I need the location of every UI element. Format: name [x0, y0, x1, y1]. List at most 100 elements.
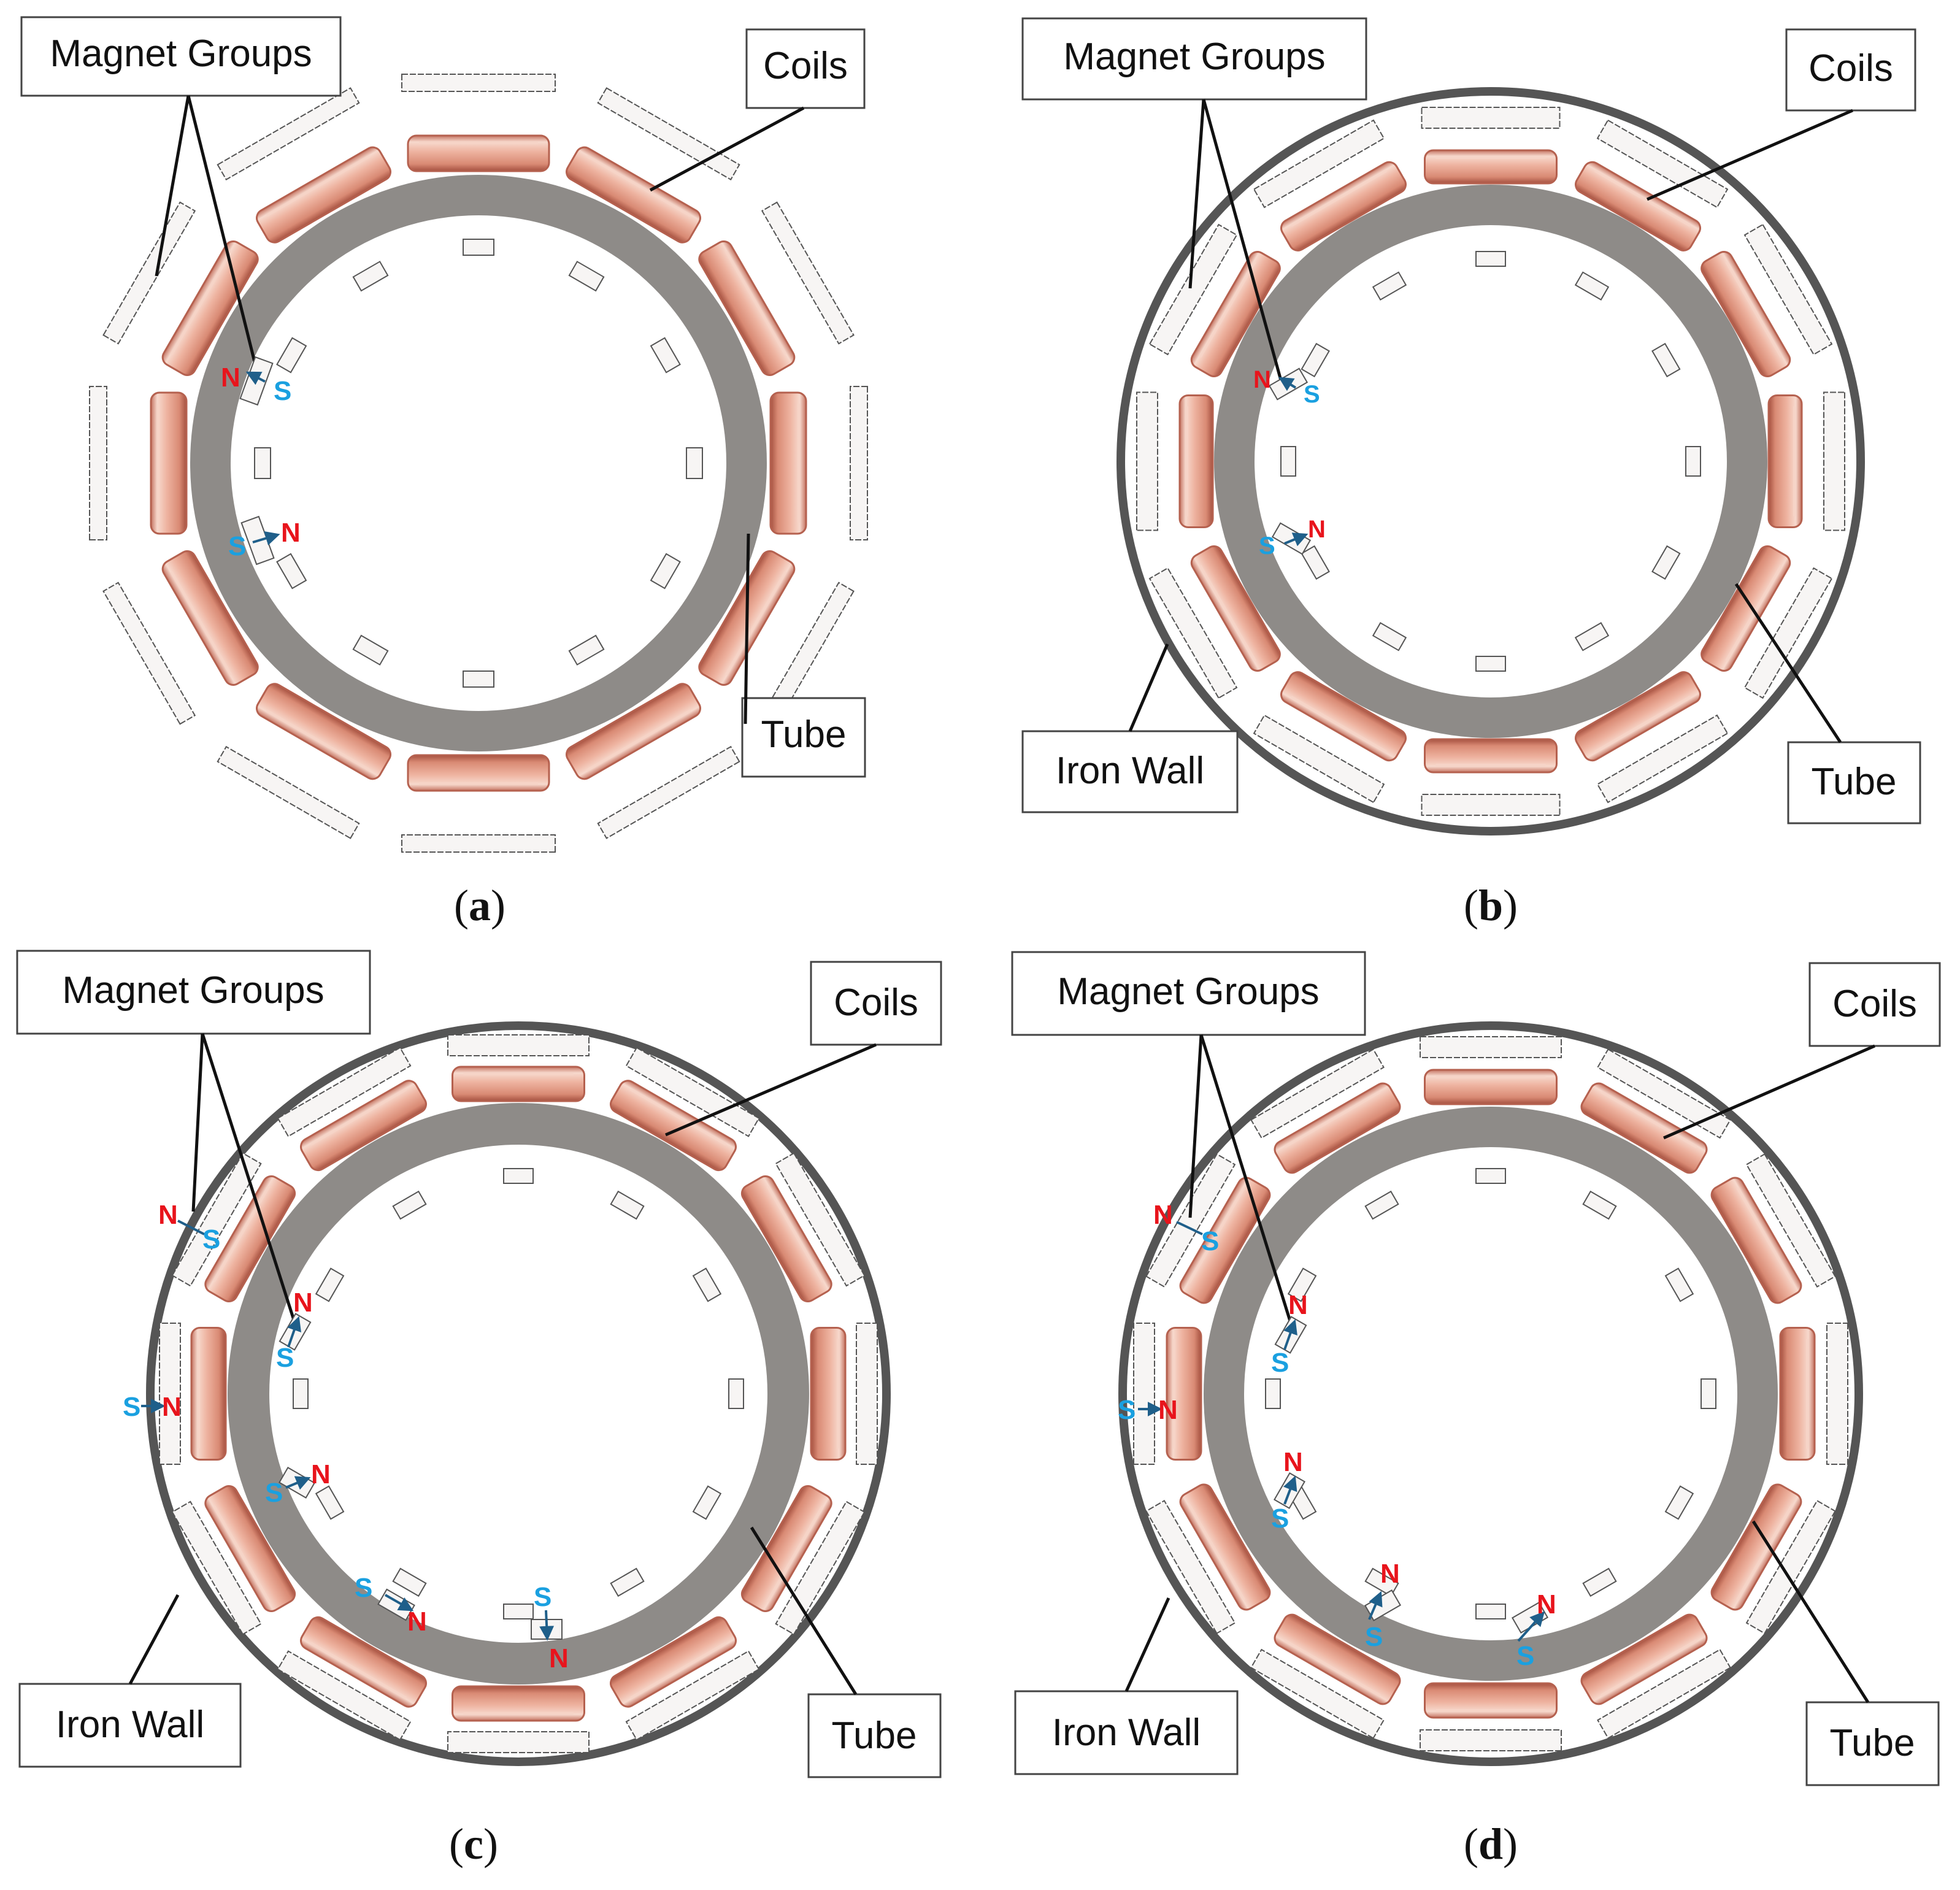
coil	[1575, 161, 1701, 252]
outer-magnet	[1745, 1153, 1836, 1288]
svg-text:S: S	[123, 1392, 140, 1422]
coil	[1280, 161, 1407, 252]
svg-text:S: S	[1201, 1226, 1219, 1256]
inner-magnet	[1582, 1190, 1617, 1220]
outer-magnet	[625, 1047, 760, 1137]
inner-magnet	[463, 670, 494, 688]
outer-magnet	[625, 1650, 760, 1741]
tube-leader-line	[1751, 1520, 1870, 1704]
outer-magnet	[597, 745, 740, 839]
inner-magnet	[610, 1567, 645, 1597]
coil	[1179, 1483, 1271, 1611]
outer-magnet	[1421, 107, 1561, 129]
coil-ring	[1178, 149, 1803, 774]
outer-magnet	[89, 386, 107, 540]
tube	[190, 175, 767, 751]
tube	[1204, 1107, 1778, 1681]
inner-magnet	[692, 1485, 722, 1520]
outer-magnet	[1421, 794, 1561, 816]
magnet-groups-label: Magnet Groups	[1011, 951, 1366, 1036]
outer-magnet	[1596, 119, 1729, 209]
outer-magnet	[277, 1047, 412, 1137]
coil	[256, 146, 391, 244]
outer-magnet	[1250, 1048, 1385, 1139]
svg-text:Iron Wall: Iron Wall	[56, 1704, 204, 1746]
inner-magnet	[315, 1485, 345, 1520]
iron-wall-label: Iron Wall	[1021, 730, 1239, 813]
inner-magnet	[392, 1190, 427, 1220]
svg-text:Tube: Tube	[761, 713, 846, 756]
inner-magnet	[686, 447, 703, 479]
magnet-groups-leader-lines	[1188, 99, 1283, 381]
svg-text:Magnet Groups: Magnet Groups	[62, 969, 324, 1012]
panel-d: Magnet Groups Coils Tube Iron Wall N S	[1011, 951, 1941, 1869]
panel-caption-a: (a)	[454, 881, 505, 930]
outer-magnet	[1148, 223, 1238, 356]
coil	[566, 146, 701, 244]
coil	[769, 391, 807, 535]
svg-text:Coils: Coils	[834, 981, 918, 1024]
inner-magnet	[1280, 446, 1296, 477]
coil	[204, 1485, 296, 1612]
pole-marker-d2: N S	[1271, 1290, 1308, 1378]
svg-text:Tube: Tube	[831, 1715, 917, 1757]
coil	[204, 1175, 296, 1302]
inner-magnet	[1701, 1378, 1716, 1409]
inner-magnet	[276, 337, 307, 374]
inner-magnet	[650, 553, 681, 590]
outer-magnet	[1145, 1500, 1236, 1634]
outer-magnet	[1136, 391, 1158, 531]
inner-magnet	[1574, 271, 1610, 301]
svg-text:N: N	[158, 1200, 178, 1230]
inner-magnet-ring	[254, 239, 703, 688]
coil	[740, 1485, 832, 1612]
coil	[566, 683, 701, 780]
svg-text:S: S	[1271, 1348, 1289, 1378]
coil	[1190, 545, 1281, 672]
coil	[300, 1080, 427, 1172]
tube-label: Tube	[1805, 1701, 1940, 1786]
inner-magnet	[692, 1267, 722, 1302]
svg-text:N: N	[1288, 1290, 1308, 1320]
inner-magnet	[1582, 1567, 1617, 1597]
inner-magnet-ring	[1265, 1168, 1716, 1619]
outer-magnet	[171, 1500, 262, 1635]
coil	[610, 1080, 737, 1172]
outer-magnet	[447, 1731, 590, 1753]
outer-magnet	[401, 74, 556, 92]
outer-magnet	[1420, 1729, 1562, 1751]
magnet-groups-leader-lines	[1188, 1034, 1293, 1326]
svg-text:S: S	[265, 1478, 283, 1508]
pole-marker-a1: N S	[221, 356, 291, 406]
inner-magnet	[1265, 1378, 1281, 1409]
svg-text:S: S	[355, 1573, 372, 1603]
svg-text:S: S	[202, 1224, 220, 1254]
outer-magnet	[775, 1152, 866, 1287]
svg-text:S: S	[228, 531, 246, 561]
inner-magnet	[1664, 1267, 1694, 1302]
pole-marker-c3: S N	[123, 1392, 182, 1422]
tube-label: Tube	[807, 1693, 942, 1778]
svg-text:Coils: Coils	[1832, 983, 1917, 1025]
outer-magnet	[447, 1034, 590, 1056]
coils-leader-line	[1663, 1044, 1875, 1140]
svg-text:Tube: Tube	[1829, 1722, 1915, 1764]
outer-magnet	[1420, 1036, 1562, 1058]
coil	[452, 1685, 585, 1722]
svg-text:S: S	[1271, 1504, 1289, 1534]
panel-b: Magnet Groups Coils Tube Iron Wall N S	[1021, 17, 1921, 930]
coil	[1701, 251, 1791, 377]
coil	[1767, 394, 1803, 528]
inner-magnet	[352, 261, 389, 292]
pole-marker-d4: N S	[1271, 1447, 1305, 1534]
coil	[740, 1175, 832, 1302]
outer-magnet	[1597, 1648, 1731, 1739]
outer-magnet	[1148, 567, 1238, 699]
coil	[161, 550, 259, 686]
coil	[300, 1616, 427, 1708]
svg-text:S: S	[534, 1582, 551, 1612]
outer-magnet	[171, 1152, 262, 1287]
iron-wall-leader-line	[128, 1594, 180, 1685]
coil	[1190, 251, 1281, 377]
coil	[256, 683, 391, 780]
